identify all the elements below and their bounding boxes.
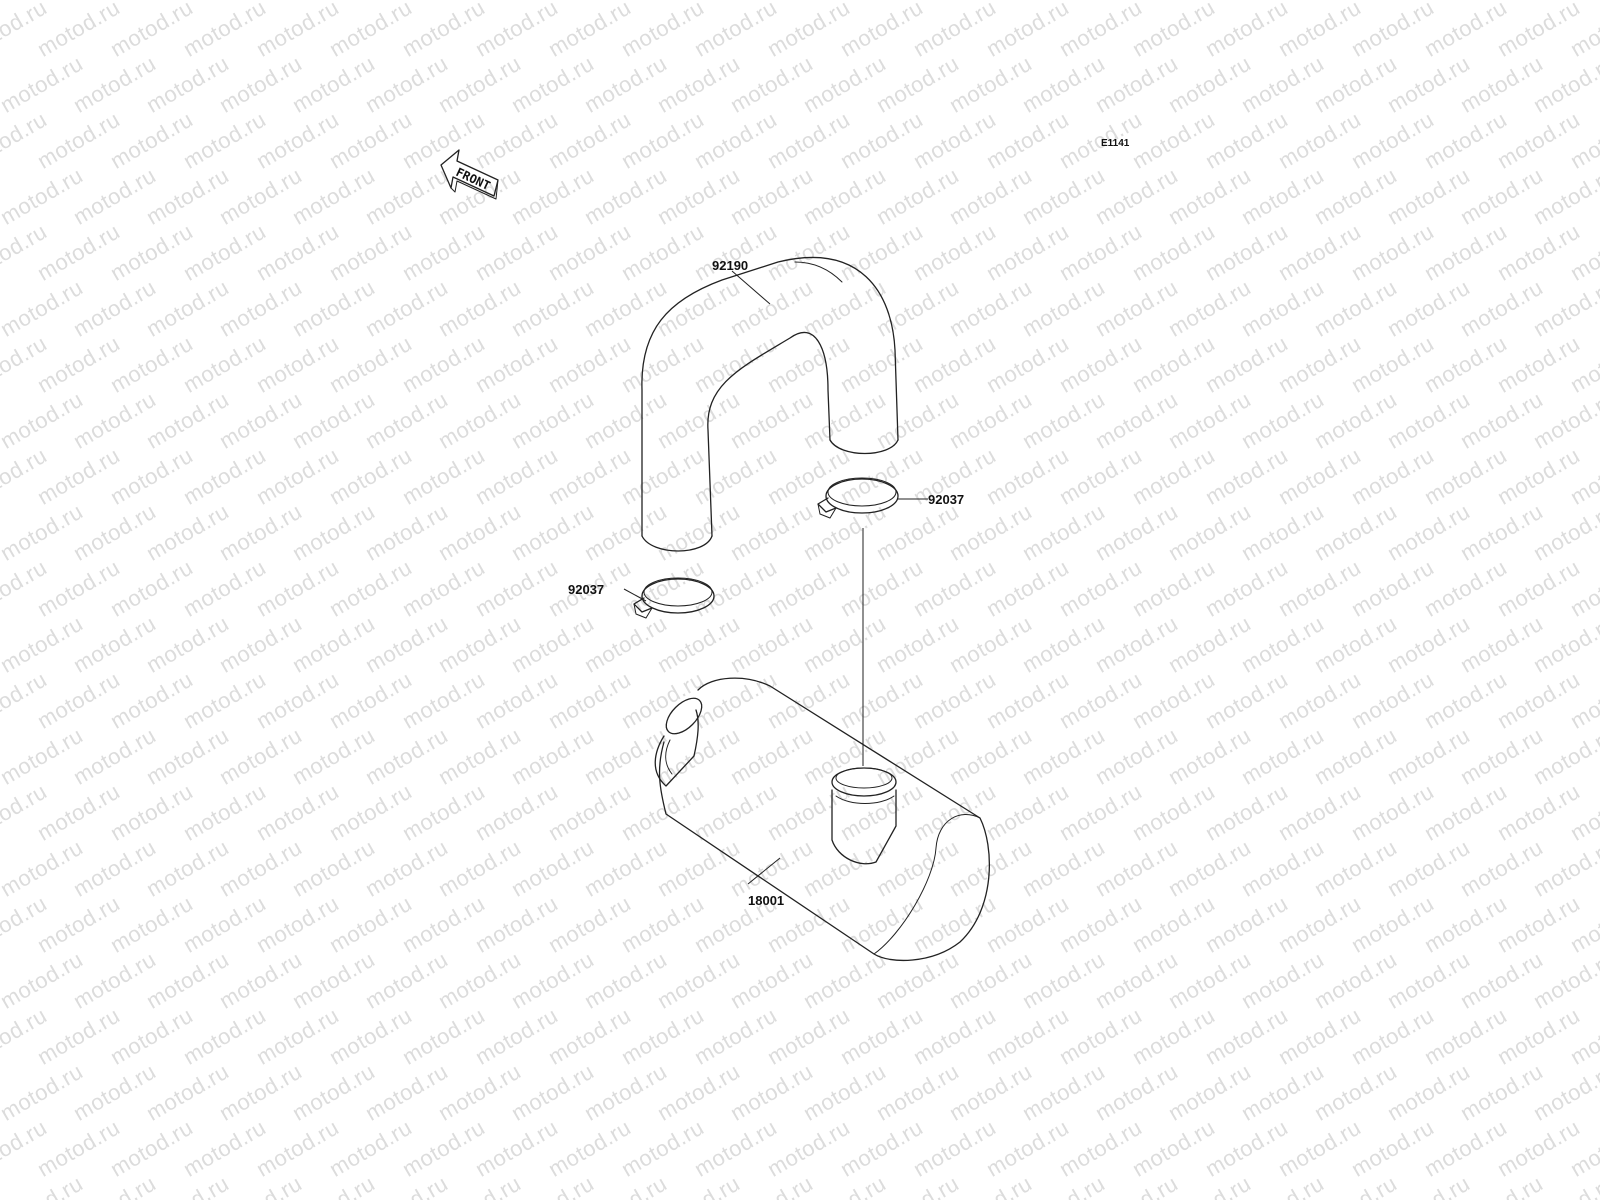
leader-line-hose xyxy=(731,270,771,305)
upper-hose-clamp-part xyxy=(817,477,899,519)
front-direction-arrow: FRONT xyxy=(440,149,499,200)
part-number-upper-clamp: 92037 xyxy=(928,492,964,507)
part-number-air-box: 18001 xyxy=(748,893,784,908)
leader-line-lower-clamp xyxy=(623,588,647,602)
leader-line-air-box xyxy=(747,857,781,885)
intake-hose-part xyxy=(641,256,899,552)
diagram-reference-code: E1141 xyxy=(1101,138,1130,149)
part-number-hose: 92190 xyxy=(712,258,748,273)
lower-hose-clamp-part xyxy=(633,577,715,619)
part-number-lower-clamp: 92037 xyxy=(568,582,604,597)
air-box-part xyxy=(654,677,991,962)
